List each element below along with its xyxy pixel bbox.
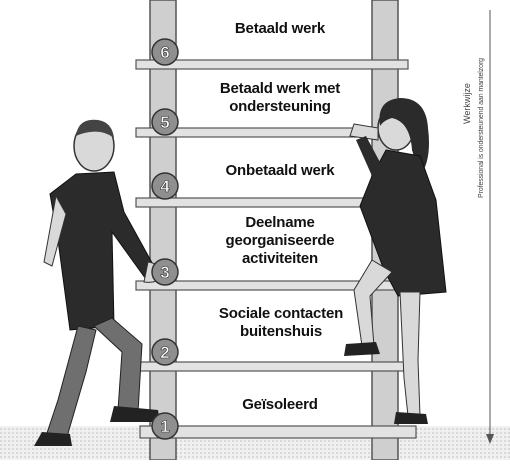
- badge-3-number: 3: [160, 263, 169, 282]
- badge-5-number: 5: [160, 113, 169, 132]
- step-3-label: Deelname georganiseerde activiteiten: [225, 214, 335, 267]
- woman-figure: [344, 98, 447, 424]
- step-5-label: Betaald werk met ondersteuning: [219, 80, 341, 115]
- side-axis-caption: Professional is ondersteunend aan mantel…: [478, 58, 485, 198]
- badge-4: [151, 172, 179, 200]
- badge-6: [151, 38, 179, 66]
- step-6-label: Betaald werk: [234, 20, 326, 37]
- rung-6: [135, 59, 409, 70]
- badge-5: [151, 108, 179, 136]
- side-axis-title: Werkwijze: [462, 83, 472, 124]
- man-figure: [34, 119, 165, 446]
- badge-2: [151, 338, 179, 366]
- left-rail: [149, 0, 177, 461]
- rung-2: [135, 361, 409, 372]
- rung-1: [139, 425, 417, 439]
- badge-6-number: 6: [160, 43, 169, 62]
- downward-arrow: [486, 10, 494, 444]
- badge-1: [151, 412, 179, 440]
- badge-1-number: 1: [160, 417, 169, 436]
- badge-4-number: 4: [160, 177, 170, 196]
- step-2-label: Sociale contacten buitenshuis: [218, 305, 344, 340]
- badge-3: [151, 258, 179, 286]
- step-1-label: Geïsoleerd: [242, 396, 318, 413]
- badge-2-number: 2: [160, 343, 169, 362]
- step-4-label: Onbetaald werk: [225, 162, 335, 179]
- step-badges: 6 5 4 3 2 1: [151, 38, 179, 440]
